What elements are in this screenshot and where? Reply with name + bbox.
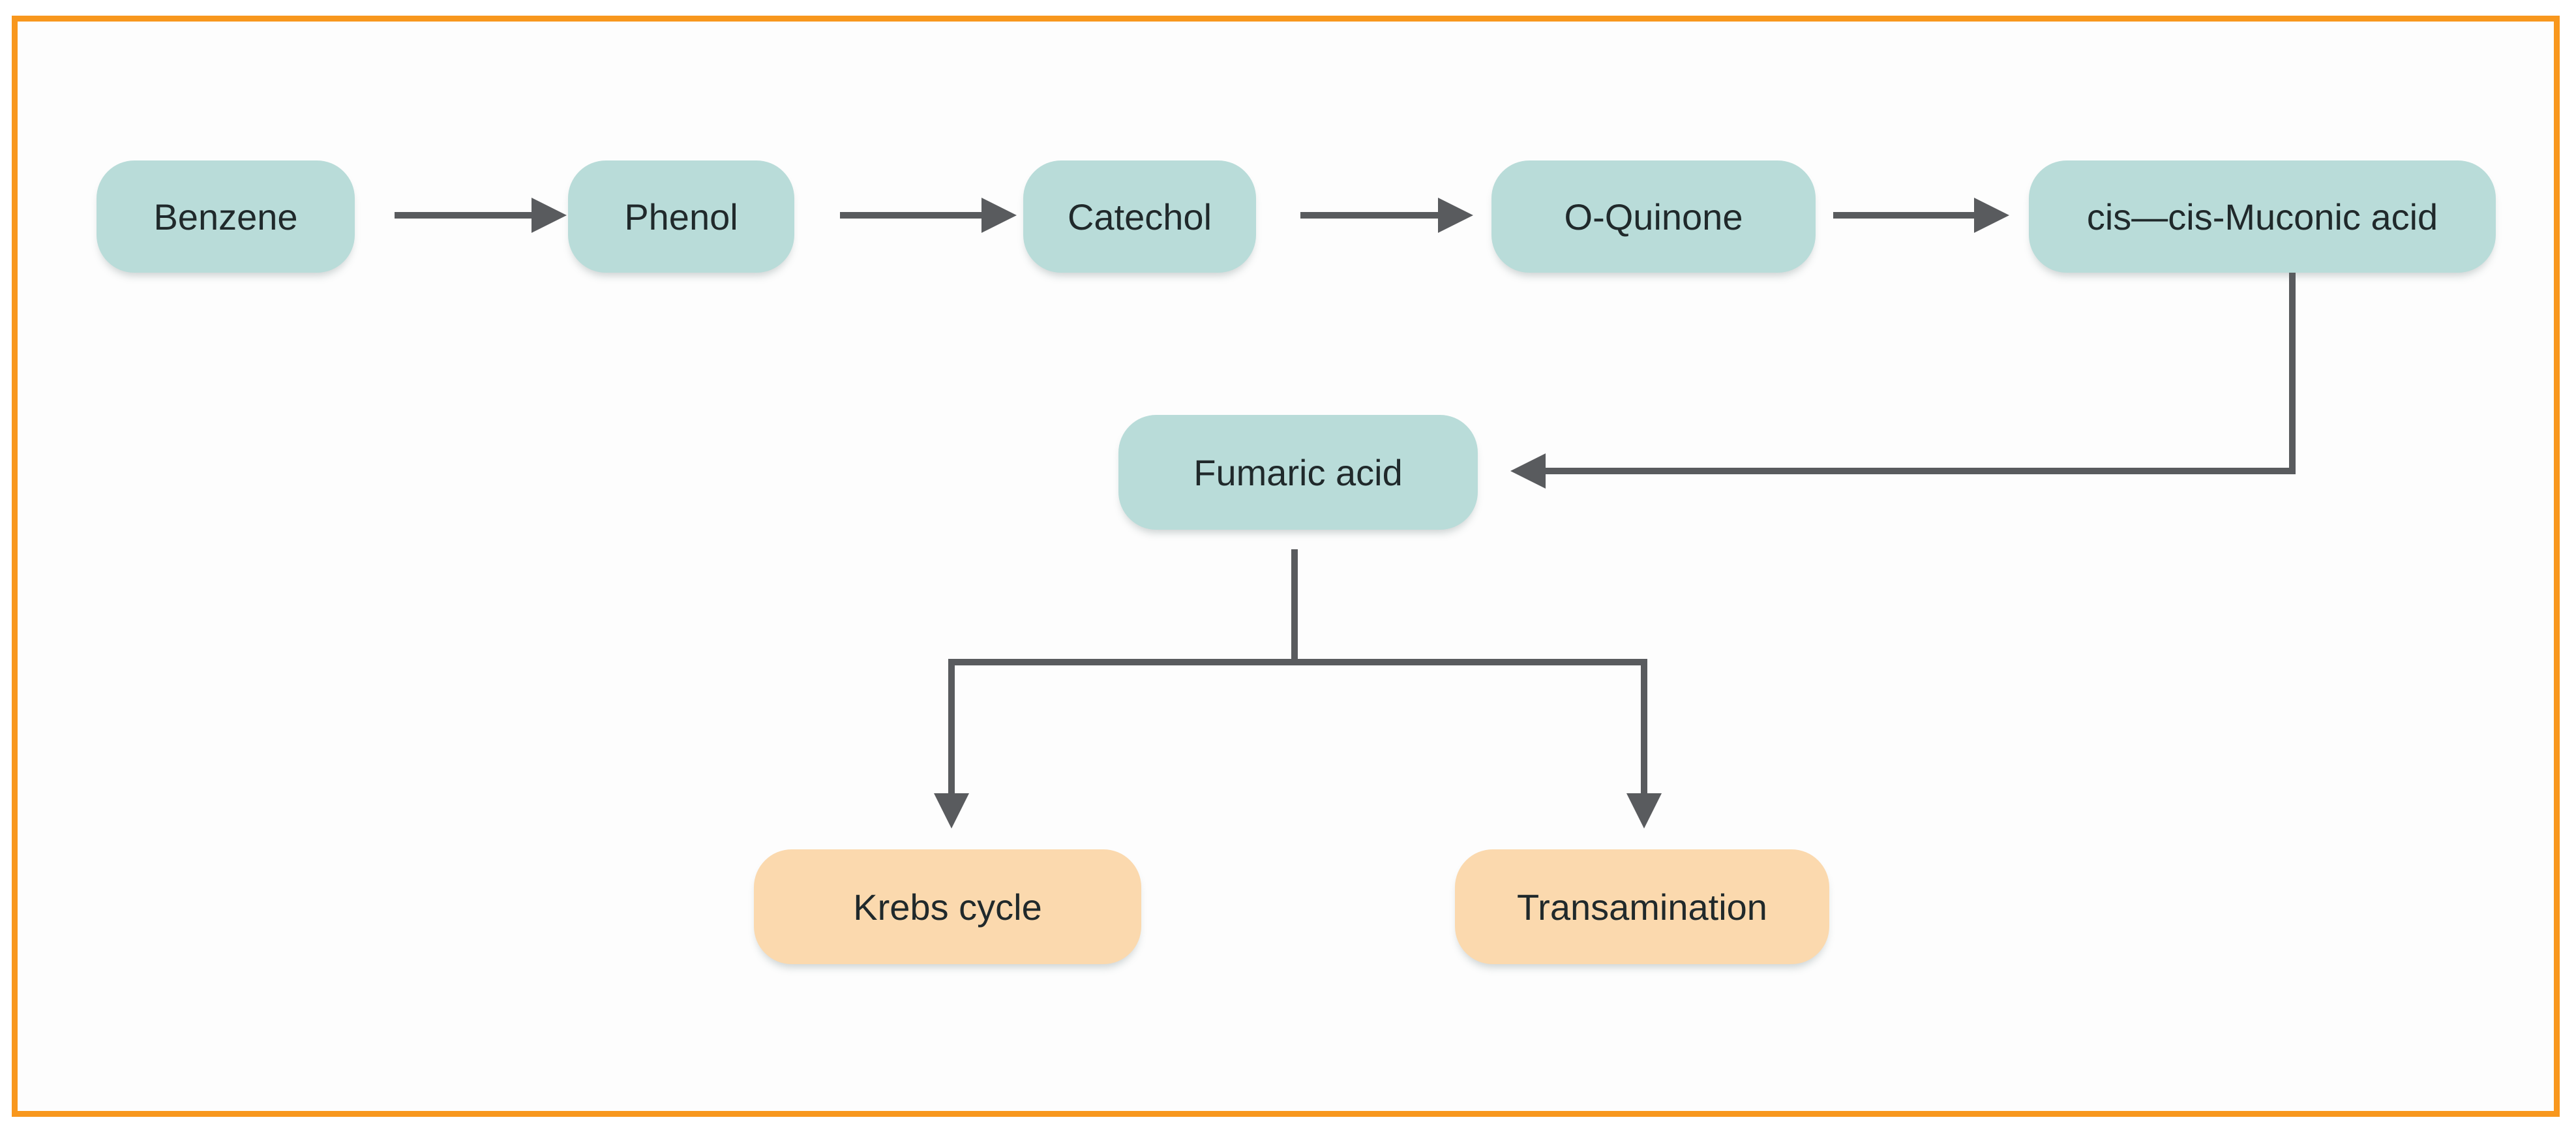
arrow-catechol-to-o-quinone-head-icon — [1438, 198, 1473, 233]
arrow-fumaric-to-transamination-head-icon — [1626, 793, 1662, 828]
node-fumaric-acid: Fumaric acid — [1118, 415, 1478, 530]
arrow-benzene-to-phenol-shaft — [395, 212, 532, 219]
arrow-phenol-to-catechol-shaft — [840, 212, 981, 219]
arrow-muconic-to-fumaric-head-icon — [1510, 453, 1546, 489]
arrow-o-quinone-to-muconic-shaft — [1833, 212, 1974, 219]
arrow-muconic-to-fumaric-horizontal-shaft — [1546, 468, 2296, 474]
arrow-phenol-to-catechol-head-icon — [981, 198, 1017, 233]
node-transamination: Transamination — [1455, 849, 1829, 964]
node-benzene: Benzene — [97, 160, 355, 273]
arrow-fumaric-to-krebs-shaft — [948, 659, 955, 795]
arrow-o-quinone-to-muconic-head-icon — [1974, 198, 2009, 233]
branch-fumaric-stem-shaft — [1291, 549, 1298, 662]
arrow-benzene-to-phenol-head-icon — [532, 198, 567, 233]
node-phenol: Phenol — [568, 160, 794, 273]
node-catechol: Catechol — [1023, 160, 1256, 273]
arrow-fumaric-to-transamination-shaft — [1641, 659, 1647, 795]
arrow-muconic-to-fumaric-vertical-shaft — [2289, 273, 2296, 474]
node-o-quinone: O-Quinone — [1491, 160, 1816, 273]
node-cis-cis-muconic-acid: cis—cis-Muconic acid — [2029, 160, 2496, 273]
branch-fumaric-crossbar-shaft — [948, 659, 1647, 665]
arrow-catechol-to-o-quinone-shaft — [1300, 212, 1438, 219]
arrow-fumaric-to-krebs-head-icon — [934, 793, 969, 828]
node-krebs-cycle: Krebs cycle — [754, 849, 1141, 964]
